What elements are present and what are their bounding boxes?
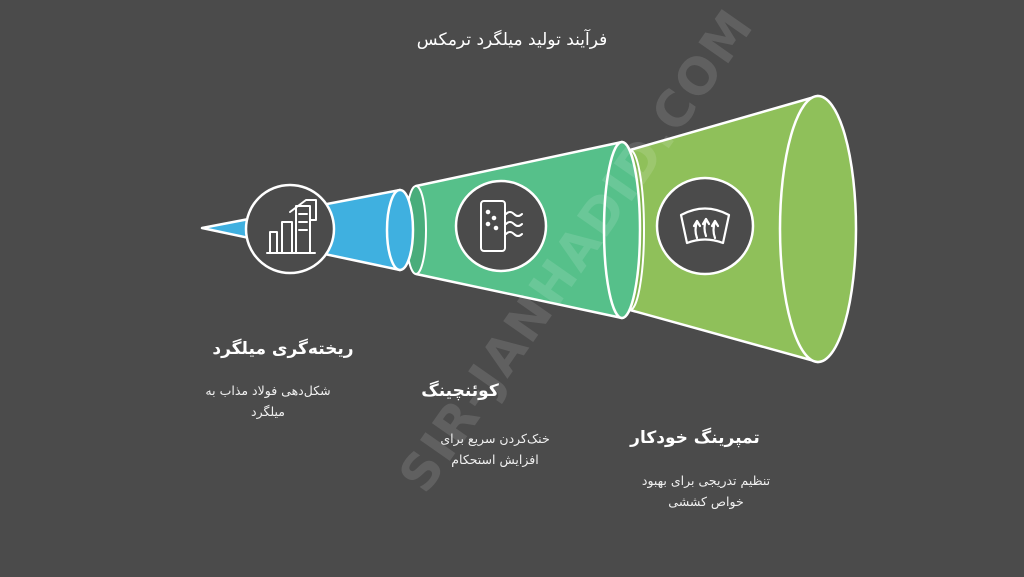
- stage-1-desc-line-1: شکل‌دهی فولاد مذاب به: [205, 383, 331, 398]
- diagram-title: فرآیند تولید میلگرد ترمکس: [416, 30, 608, 50]
- stage-3-desc-line-1: تنظیم تدریجی برای بهبود: [641, 473, 771, 488]
- stage-2-desc-line-1: خنک‌کردن سریع برای: [440, 431, 550, 446]
- stage-1-icon-circle: [244, 183, 336, 275]
- stage-2-icon-circle: [454, 179, 548, 273]
- cooling-water-icon: [480, 200, 523, 252]
- stage-3-description: تنظیم تدریجی برای بهبود خواص کششی: [606, 470, 806, 512]
- stage-3-title: تمپرینگ خودکار: [630, 428, 760, 448]
- stage-2-description: خنک‌کردن سریع برای افزایش استحکام: [405, 428, 585, 470]
- stage-1-title: ریخته‌گری میلگرد: [212, 339, 354, 359]
- stage-2-title: کوئنچینگ: [421, 381, 499, 401]
- stage-2-desc-line-2: افزایش استحکام: [451, 452, 539, 467]
- stage-1-desc-line-2: میلگرد: [251, 404, 285, 419]
- heat-windshield-icon: [679, 207, 731, 245]
- stage-1-description: شکل‌دهی فولاد مذاب به میلگرد: [183, 380, 353, 422]
- stage-3-desc-line-2: خواص کششی: [668, 494, 744, 509]
- factory-icon: [266, 199, 317, 254]
